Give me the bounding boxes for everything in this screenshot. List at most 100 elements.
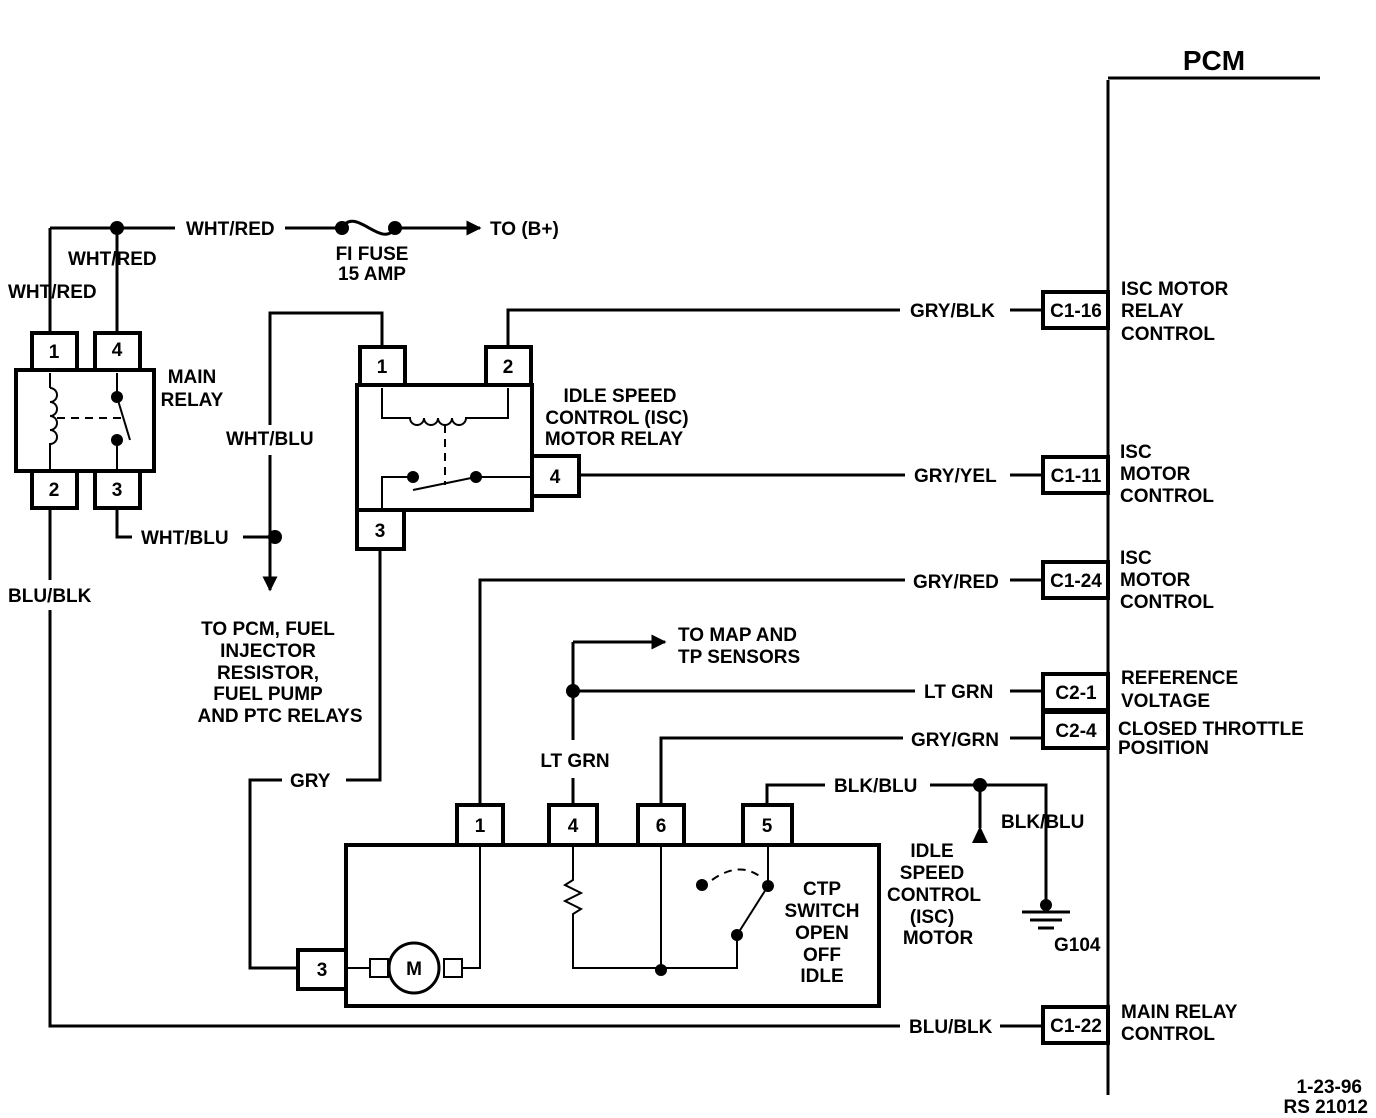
gry-blk-label: GRY/BLK (910, 301, 995, 322)
to-pcm-line1: TO PCM, FUEL (201, 619, 335, 640)
c2-1-desc-2: VOLTAGE (1121, 691, 1210, 712)
main-relay-body (14, 368, 156, 473)
connector-c1-11-id: C1-11 (1051, 466, 1102, 487)
isc-motor-label-5: MOTOR (903, 928, 974, 949)
wht-blu-feed: WHT/BLU TO PCM, FUEL INJECTOR RESISTOR, … (197, 311, 384, 727)
gry-grn-label: GRY/GRN (911, 730, 999, 751)
connector-arrow-icon (972, 826, 988, 843)
ctp-label-4: OFF (803, 945, 841, 966)
blk-blu-label: BLK/BLU (834, 776, 917, 797)
pcm-title: PCM (1183, 45, 1245, 76)
main-relay-pin-1-label: 1 (49, 342, 60, 363)
c1-16-desc-1: ISC MOTOR (1121, 279, 1229, 300)
to-b-plus-label: TO (B+) (490, 219, 559, 240)
isc-relay-pin-2-label: 2 (503, 357, 514, 378)
c1-24-desc-3: CONTROL (1120, 592, 1214, 613)
connector-c2-1-id: C2-1 (1055, 683, 1097, 704)
wht-blu-wire-pin3 (115, 508, 132, 539)
isc-relay-pin-3-label: 3 (375, 521, 386, 542)
isc-motor-pin-3-label: 3 (317, 960, 328, 981)
main-relay-pin-3-label: 3 (112, 480, 123, 501)
gry-wire-to-motor (248, 778, 300, 970)
ctp-label-3: OPEN (795, 923, 849, 944)
gry-red-label: GRY/RED (913, 572, 999, 593)
splice-dot (655, 964, 667, 976)
isc-motor-pin-6-label: 6 (656, 816, 667, 837)
motor-wires: GRY/RED LT GRN TO MAP AND TP SENSORS LT … (478, 572, 1101, 956)
lt-grn-label-vertical: LT GRN (540, 751, 609, 772)
c1-22-desc-1: MAIN RELAY (1121, 1002, 1238, 1023)
blu-blk-wire (48, 610, 900, 1028)
ctp-switch-travel (711, 868, 763, 881)
main-relay-pin-1 (30, 331, 79, 372)
connector-c2-4-id: C2-4 (1055, 721, 1097, 742)
connector-c1-16-id: C1-16 (1050, 301, 1102, 322)
relay-switch-arm (116, 396, 131, 441)
isc-relay-switch-arm (412, 476, 477, 491)
connector-c1-24 (1041, 560, 1110, 600)
main-relay: WHT/RED WHT/RED 1 4 2 3 MAIN RELAY WHT/B… (8, 228, 1043, 1038)
connector-c1-11 (1041, 455, 1110, 495)
wht-blu-label-mid: WHT/BLU (226, 429, 314, 450)
wht-red-label-pin4: WHT/RED (68, 249, 157, 270)
motor-symbol: M (406, 959, 422, 980)
ctp-switch-arm (736, 885, 769, 936)
gry-yel-label: GRY/YEL (914, 466, 997, 487)
wht-blu-label-bottom: WHT/BLU (141, 528, 229, 549)
ctp-label-2: SWITCH (785, 901, 860, 922)
isc-relay-contact (407, 471, 419, 483)
isc-motor-relay: 1 2 4 3 IDLE SPEED CONTROL (ISC) MOTOR R… (248, 301, 1043, 970)
isc-relay-pin-1 (358, 345, 407, 387)
motor-lead-pin1 (462, 845, 481, 969)
c1-24-desc-1: ISC (1120, 548, 1152, 569)
main-relay-pin-4-label: 4 (112, 340, 123, 361)
isc-relay-label-1: IDLE SPEED (564, 386, 677, 407)
lt-grn-label: LT GRN (924, 682, 993, 703)
c2-1-desc-1: REFERENCE (1121, 668, 1238, 689)
connector-c1-24-id: C1-24 (1050, 571, 1102, 592)
to-pcm-line4: FUEL PUMP (213, 684, 323, 705)
motor-icon (387, 941, 441, 995)
footer-date: 1-23-96 (1297, 1077, 1363, 1098)
isc-relay-contact-line (381, 476, 413, 510)
to-pcm-line3: RESISTOR, (217, 663, 319, 684)
fuse-circuit: WHT/RED TO (B+) FI FUSE 15 AMP (50, 219, 559, 285)
gry-grn-wire (659, 736, 903, 805)
isc-motor-pin-5-label: 5 (762, 816, 773, 837)
connector-c1-22-id: C1-22 (1050, 1016, 1102, 1037)
ctp-lead (661, 935, 738, 969)
isc-motor-label-4: (ISC) (910, 907, 954, 928)
gry-blk-wire (506, 308, 900, 347)
wht-red-label-top: WHT/RED (186, 219, 275, 240)
gry-wire (346, 549, 382, 782)
isc-relay-label-3: MOTOR RELAY (545, 429, 684, 450)
c2-4-desc-2: POSITION (1118, 738, 1209, 759)
c1-11-desc-3: CONTROL (1120, 486, 1214, 507)
c1-11-desc-1: ISC (1120, 442, 1152, 463)
connector-c2-1 (1041, 672, 1110, 712)
isc-motor-label-1: IDLE (910, 841, 953, 862)
pcm-connectors: C1-16 ISC MOTOR RELAY CONTROL C1-11 ISC … (1041, 279, 1304, 1045)
isc-relay-coil-icon (381, 388, 509, 426)
c1-16-desc-2: RELAY (1121, 301, 1184, 322)
isc-relay-label-2: CONTROL (ISC) (545, 408, 688, 429)
footer-ref: RS 21012 (1283, 1097, 1368, 1118)
c2-4-desc-1: CLOSED THROTTLE (1118, 719, 1304, 740)
c1-16-desc-3: CONTROL (1121, 324, 1215, 345)
c1-11-desc-2: MOTOR (1120, 464, 1191, 485)
main-relay-label-2: RELAY (161, 390, 224, 411)
isc-motor-pin-4-label: 4 (568, 816, 579, 837)
wht-blu-wire-relay (268, 311, 384, 425)
connector-c2-4 (1041, 710, 1110, 750)
wht-red-label-pin1: WHT/RED (8, 282, 97, 303)
main-relay-pin-2 (30, 469, 79, 510)
to-map-line2: TP SENSORS (678, 647, 800, 668)
blk-blu-wire (765, 783, 825, 805)
isc-relay-pin-4-label: 4 (550, 467, 561, 488)
isc-relay-body (355, 383, 534, 512)
main-relay-pin-4 (93, 331, 142, 372)
isc-motor-label-3: CONTROL (887, 885, 981, 906)
ctp-label-5: IDLE (800, 966, 843, 987)
fuse-icon (340, 219, 397, 236)
